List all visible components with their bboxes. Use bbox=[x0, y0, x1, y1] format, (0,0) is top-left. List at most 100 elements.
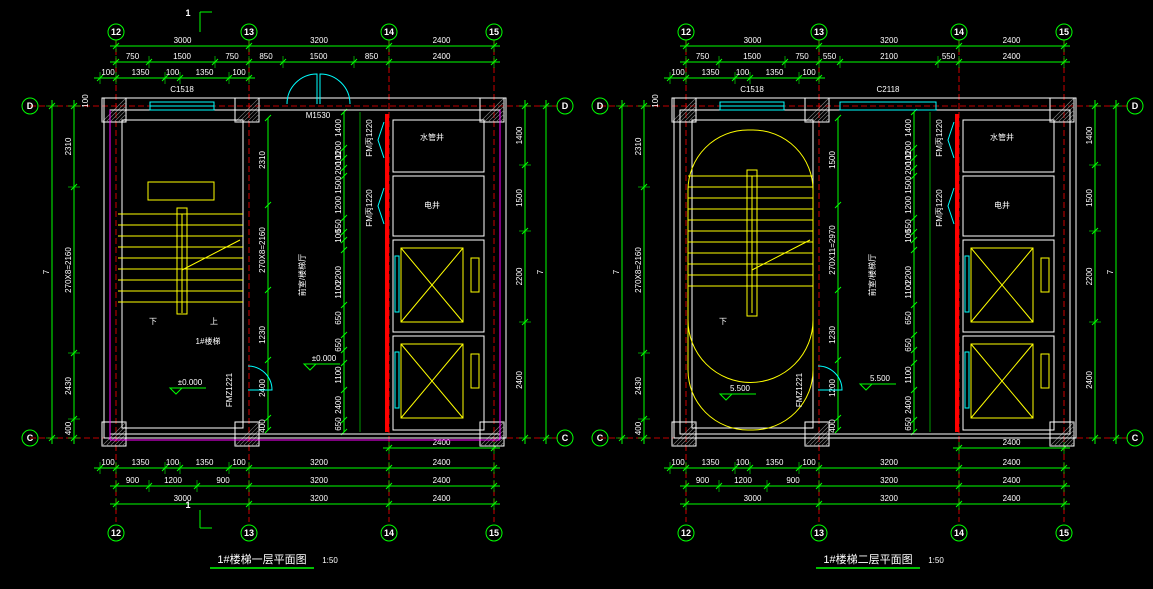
grid-col-1-bottom bbox=[240, 524, 258, 542]
top-dim-row3-value: 1350 bbox=[196, 68, 214, 77]
column-hatch bbox=[254, 117, 260, 123]
dimension-tick bbox=[834, 414, 842, 422]
top-dim-row3-value: 100 bbox=[232, 68, 246, 77]
shaft-dim-value: 1100 bbox=[904, 366, 913, 384]
elevator-cross bbox=[970, 247, 1034, 323]
shaft-dim-value: 550 bbox=[334, 219, 343, 233]
grid-row-c-right bbox=[1126, 429, 1144, 447]
electric-shaft-room bbox=[962, 175, 1055, 237]
shaft-dim-value: 650 bbox=[334, 311, 343, 325]
elevator-car-1 bbox=[970, 247, 1034, 323]
grid-col-3-bottom bbox=[485, 524, 503, 542]
elevator-door bbox=[964, 351, 970, 409]
column-hatch bbox=[499, 441, 505, 447]
top-dim-row2-value: 750 bbox=[696, 52, 710, 61]
shaft-door-swing bbox=[947, 187, 955, 225]
column-hatch bbox=[250, 113, 260, 123]
door-fm-label: FM丙1220 bbox=[935, 189, 944, 227]
door-fmz-label: FMZ1221 bbox=[795, 372, 804, 407]
dimension-tick bbox=[834, 286, 842, 294]
water-shaft-room bbox=[962, 119, 1055, 173]
shaft-dim-value: 2400 bbox=[334, 396, 343, 414]
column-hatch bbox=[687, 437, 697, 447]
window-c2118-label: C2118 bbox=[877, 85, 901, 94]
door-fmz-leaf bbox=[247, 365, 273, 391]
door-m1530-leaf bbox=[286, 73, 318, 105]
column-hatch bbox=[105, 101, 127, 123]
grid-col-2-top-label: 14 bbox=[954, 27, 964, 37]
grid-col-3-bottom-label: 15 bbox=[489, 528, 499, 538]
bottom-dim-row1-value: 100 bbox=[166, 458, 180, 467]
top-dim-row2-value: 2100 bbox=[880, 52, 898, 61]
stair-name-label: 1#楼梯 bbox=[196, 336, 221, 346]
bottom-dim-row3-value: 3000 bbox=[744, 494, 762, 503]
dimension-tick bbox=[264, 356, 272, 364]
column-hatch bbox=[675, 425, 697, 447]
shaft-dim-value: 100 bbox=[904, 151, 913, 165]
elevation-stair: ±0.000 bbox=[178, 378, 203, 387]
column-hatch bbox=[499, 117, 505, 123]
column-hatch bbox=[824, 117, 830, 123]
grid-row-c-left bbox=[21, 429, 39, 447]
bottom-dim-row3-value: 3000 bbox=[174, 494, 192, 503]
grid-row-d-left bbox=[21, 97, 39, 115]
bottom-dim-row1-value: 100 bbox=[232, 458, 246, 467]
grid-row-d-right bbox=[1126, 97, 1144, 115]
left-dim-seg-value: 2310 bbox=[634, 137, 643, 155]
dimension-tick bbox=[340, 386, 348, 394]
dimension-tick bbox=[910, 164, 918, 172]
dimension-tick bbox=[264, 114, 272, 122]
shaft-dim-value: 650 bbox=[904, 311, 913, 325]
column-hatch bbox=[1053, 425, 1075, 447]
column-hatch bbox=[687, 113, 697, 123]
column-hatch bbox=[242, 105, 260, 123]
top-dim-row3-value: 1350 bbox=[766, 68, 784, 77]
elevator-cross bbox=[970, 343, 1034, 419]
dimension-tick bbox=[340, 359, 348, 367]
top-dim-row2-value: 750 bbox=[795, 52, 809, 61]
column-hatch bbox=[691, 441, 697, 447]
counterweight bbox=[1040, 353, 1050, 389]
right-dim-value: 2200 bbox=[515, 267, 524, 285]
column-hatch bbox=[121, 441, 127, 447]
elevator-shaft-1 bbox=[962, 239, 1055, 333]
shaft-dim-value: 1400 bbox=[334, 119, 343, 137]
column-hatch bbox=[816, 109, 830, 123]
column-hatch bbox=[1061, 433, 1075, 447]
grid-row-d-left-label: D bbox=[27, 101, 34, 111]
top-dim-row1-value: 2400 bbox=[1003, 36, 1021, 45]
stair-break-line bbox=[181, 239, 241, 271]
elevation-lobby: ±0.000 bbox=[312, 354, 337, 363]
top-dim-row2-value: 1500 bbox=[310, 52, 328, 61]
shaft-dim-value: 2400 bbox=[904, 396, 913, 414]
shaft-dim-value: 2200 bbox=[904, 266, 913, 284]
top-dim-row3-value: 100 bbox=[802, 68, 816, 77]
window-c2118 bbox=[839, 101, 937, 111]
left-dim-seg-value: 400 bbox=[634, 421, 643, 435]
elevator-car-2 bbox=[400, 343, 464, 419]
door-fmz-leaf bbox=[817, 365, 843, 391]
column-hatch bbox=[1065, 437, 1075, 447]
top-dim-row2-value: 850 bbox=[365, 52, 379, 61]
shaft-dim-value: 100 bbox=[334, 229, 343, 243]
top-dim-row1-value: 3000 bbox=[174, 36, 192, 45]
top-dim-row2-value: 550 bbox=[823, 52, 837, 61]
top-dim-row2-value: 750 bbox=[126, 52, 140, 61]
column-hatch bbox=[483, 101, 505, 123]
dimension-tick bbox=[340, 346, 348, 354]
bottom-dim-row2-value: 900 bbox=[696, 476, 710, 485]
section-mark-label-bottom: 1 bbox=[185, 500, 190, 510]
dimension-tick bbox=[834, 201, 842, 209]
water-shaft-room bbox=[392, 119, 485, 173]
bottom-dim-row1-value: 1350 bbox=[766, 458, 784, 467]
shaft-dim-value: 1500 bbox=[904, 176, 913, 194]
dimension-tick bbox=[910, 386, 918, 394]
elevator-door bbox=[394, 351, 400, 409]
door-m1530-leaf bbox=[319, 73, 351, 105]
bottom-dim-row2-value: 900 bbox=[786, 476, 800, 485]
column-hatch bbox=[483, 425, 505, 447]
room-electric-shaft-label: 电井 bbox=[994, 200, 1010, 210]
